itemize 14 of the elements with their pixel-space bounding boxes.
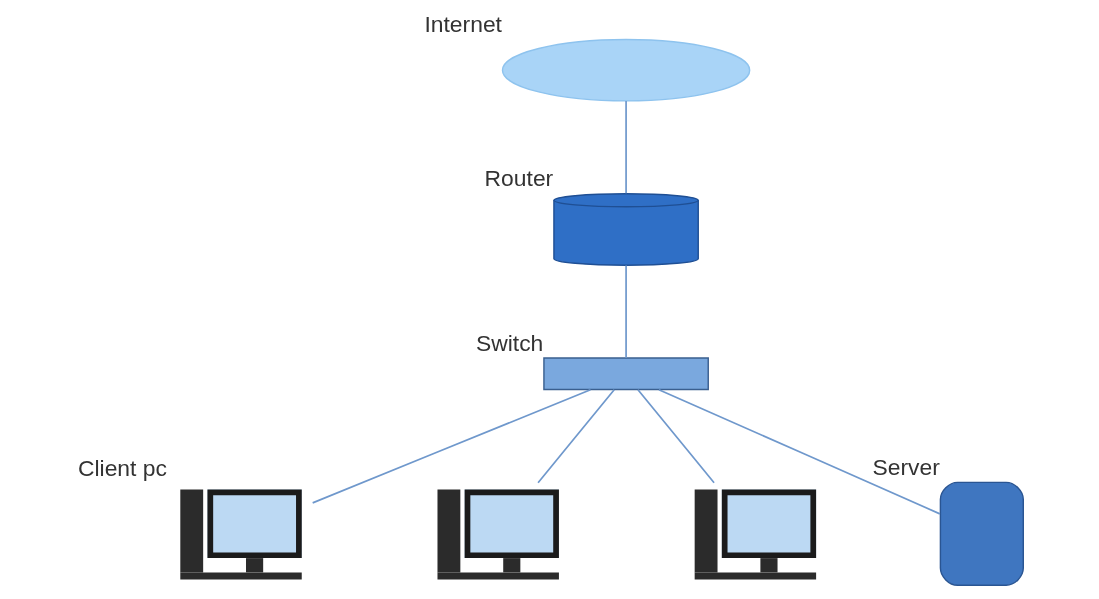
connector: [624, 100, 627, 195]
node-label: Internet: [423, 11, 502, 38]
node-cloud: [501, 38, 750, 102]
connector: [624, 264, 627, 359]
connector: [636, 388, 715, 484]
connector: [657, 388, 941, 515]
node-box: [542, 357, 709, 391]
node-label: Router: [484, 165, 553, 192]
connector: [536, 388, 615, 484]
node-label: Switch: [475, 329, 543, 356]
node-label: Server: [871, 453, 940, 480]
node-label: Client pc: [77, 454, 167, 481]
connector: [311, 388, 591, 504]
node-box: [939, 481, 1024, 586]
